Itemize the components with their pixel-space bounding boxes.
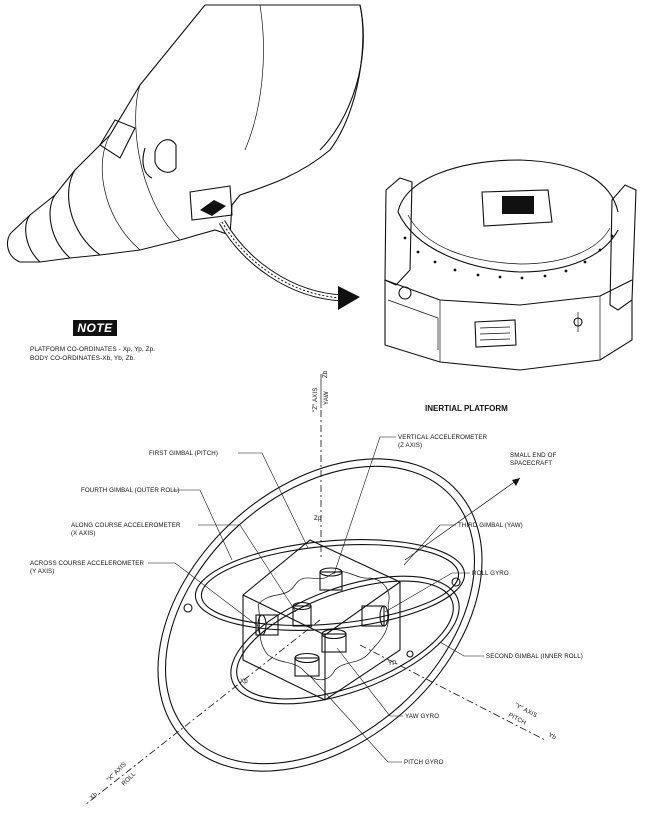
label-fourth-gimbal: FOURTH GIMBAL (OUTER ROLL) (81, 487, 180, 494)
yaw-gyro (321, 628, 347, 653)
label-along-course-2: (X AXIS) (71, 530, 96, 537)
label-zp: Zp (314, 515, 322, 522)
inertial-platform-housing (384, 159, 637, 371)
label-z-b: Zb (322, 370, 329, 378)
note-badge: NOTE (73, 320, 117, 336)
label-first-gimbal: FIRST GIMBAL (PITCH) (149, 450, 218, 457)
label-z-yaw: YAW (323, 391, 330, 405)
vertical-accelerometer (319, 567, 343, 591)
label-z-axis: "Z" AXIS (312, 388, 319, 412)
label-across-course-2: (Y AXIS) (30, 568, 54, 575)
x-axis-line (84, 619, 321, 806)
y-axis-line (359, 644, 546, 741)
label-along-course-1: ALONG COURSE ACCELEROMETER (71, 522, 181, 529)
label-x-roll: ROLL (120, 770, 137, 787)
gimbal-assembly (84, 410, 546, 806)
pitch-gyro (294, 652, 320, 677)
label-roll-gyro: ROLL GYRO (472, 570, 509, 577)
spacecraft-direction-arrow (404, 477, 521, 561)
label-across-course-1: ACROSS COURSE ACCELEROMETER (30, 560, 145, 567)
pointer-arrow (218, 220, 360, 310)
first-gimbal-cube (242, 539, 401, 701)
spacecraft-illustration (6, 4, 364, 263)
second-gimbal-ring (230, 575, 460, 705)
callout-leaders (148, 436, 484, 763)
label-yaw-gyro: YAW GYRO (405, 713, 439, 720)
label-small-end-1: SMALL END OF (510, 452, 556, 459)
label-yp: YP (388, 660, 396, 667)
across-course-accelerometer (255, 614, 279, 636)
label-third-gimbal: THIRD GIMBAL (YAW) (458, 522, 523, 529)
label-second-gimbal: SECOND GIMBAL (INNER ROLL) (486, 653, 583, 660)
note-platform-coordinates: PLATFORM CO-ORDINATES - Xp, Yp, Zp. (30, 346, 156, 353)
label-vertical-acc-1: VERTICAL ACCELEROMETER (398, 434, 488, 441)
label-x-b: Xb (88, 791, 99, 802)
label-vertical-acc-2: (Z AXIS) (398, 442, 422, 449)
fourth-gimbal-ring (157, 458, 483, 772)
note-body-coordinates: BODY CO-ORDINATES-Xb, Yb, Zb. (30, 355, 136, 362)
label-pitch-gyro: PITCH GYRO (404, 759, 444, 766)
roll-gyro (361, 605, 389, 627)
platform-title: INERTIAL PLATFORM (425, 404, 508, 413)
label-y-pitch: PITCH (507, 712, 527, 727)
label-xp: Xp (240, 678, 248, 685)
label-y-b: Yb (547, 732, 558, 742)
label-small-end-2: SPACECRAFT (510, 460, 552, 467)
along-course-accelerometer (292, 601, 312, 627)
